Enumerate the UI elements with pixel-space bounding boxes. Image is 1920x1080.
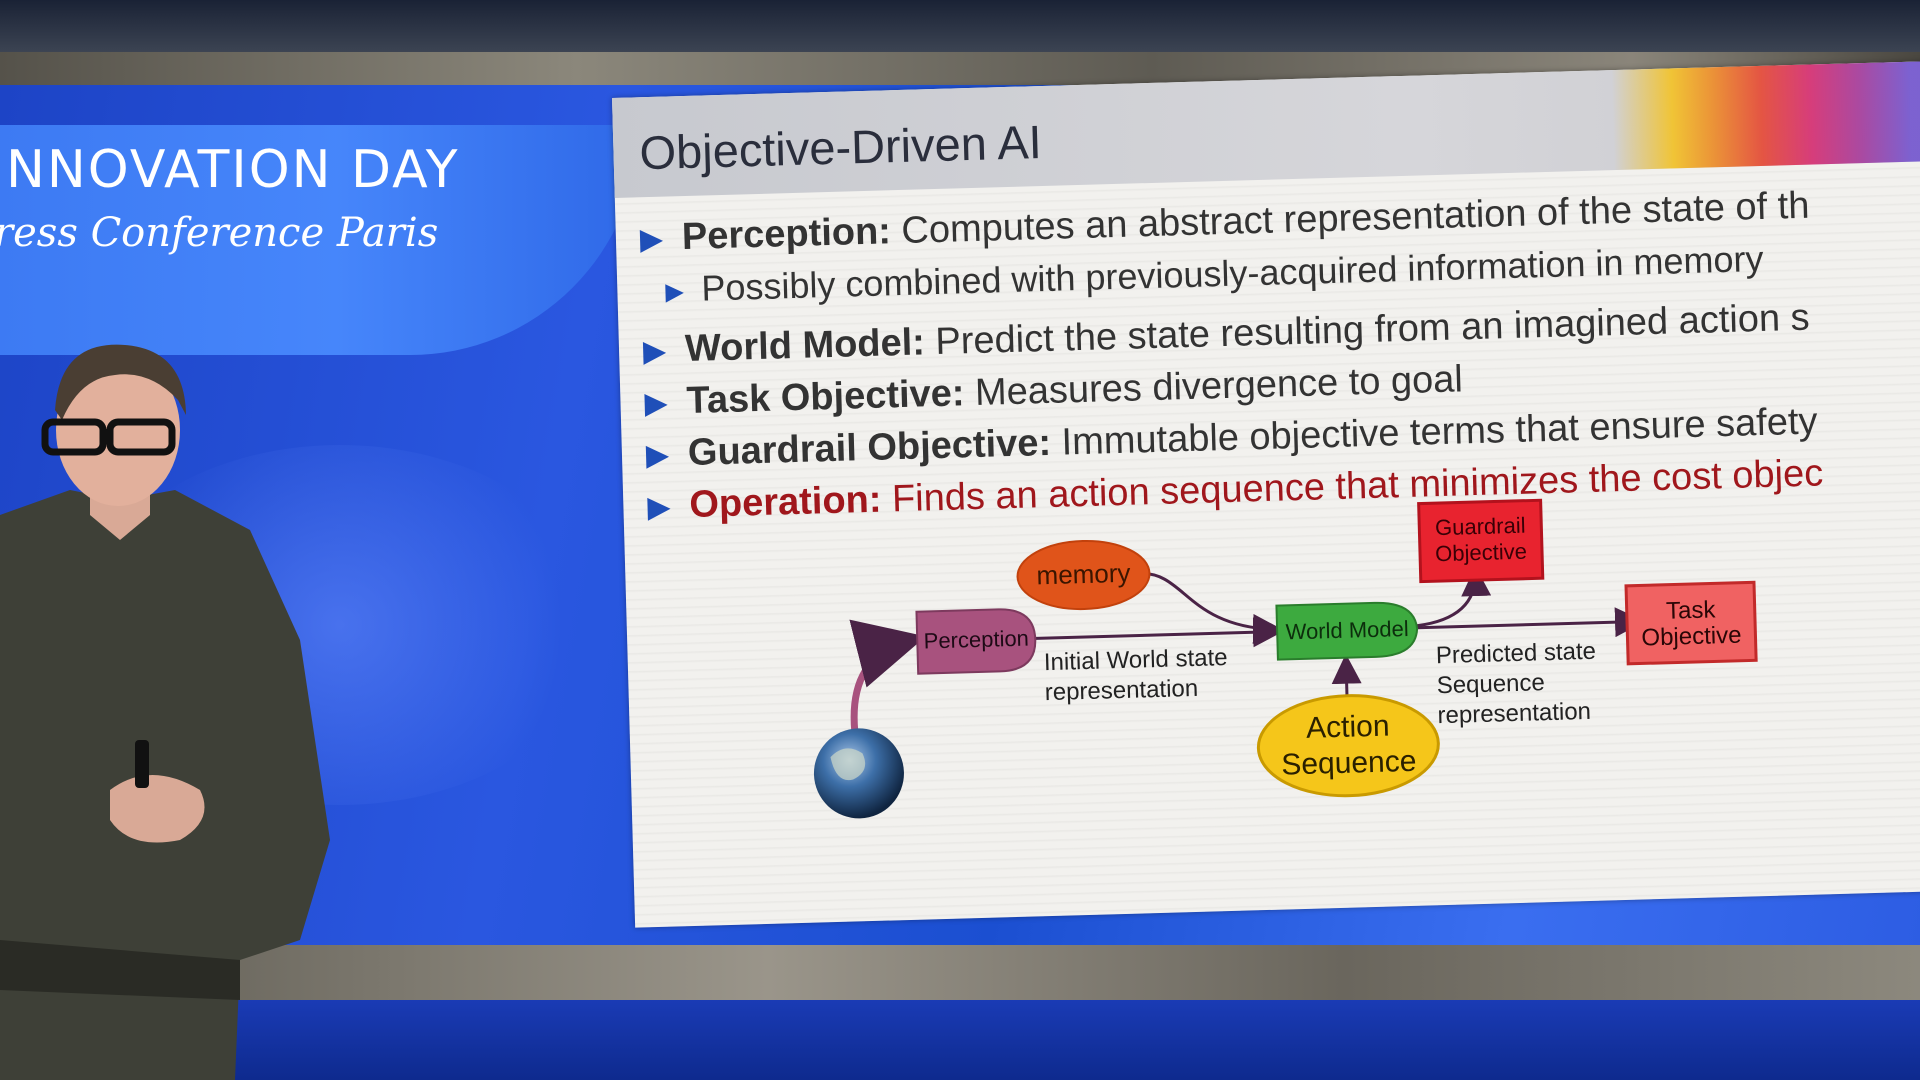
world-model-node-shape (1275, 601, 1419, 661)
initial-state-line2: representation (1044, 674, 1199, 707)
presenter-figure (0, 344, 330, 1080)
presenter-hair (55, 344, 186, 420)
action-sequence-node-label: Action Sequence (1257, 707, 1439, 784)
bullet-arrow-icon: ▶ (665, 278, 685, 306)
perception-node-shape (915, 608, 1037, 675)
earth-cloud-detail (830, 748, 866, 781)
initial-state-label: Initial World state representation (1044, 643, 1229, 708)
diagram-graphics (813, 498, 1758, 819)
predicted-state-line3: representation (1437, 697, 1592, 730)
presentation-slide: Objective-Driven AI ▶Perception: Compute… (612, 60, 1920, 928)
world-model-node-label: World Model (1285, 615, 1410, 645)
presenter-face (56, 354, 180, 506)
guardrail-node-shape (1417, 498, 1545, 584)
bullet-label: Task Objective: (685, 372, 966, 423)
earth-to-perception-arrow (849, 619, 926, 732)
clicker-icon (135, 740, 149, 788)
presenter-belt (0, 940, 240, 1000)
perception-node-label: Perception (923, 625, 1030, 654)
event-title: NNOVATION DAY (6, 140, 460, 200)
screen-bottom-frame (0, 945, 1920, 1005)
bullet-arrow-icon: ▶ (645, 439, 670, 473)
memory-node-shape (1016, 539, 1151, 611)
task-node-label: Task Objective (1626, 596, 1755, 652)
bullet-label: World Model: (684, 321, 926, 371)
predicted-state-line2: Sequence (1436, 669, 1546, 700)
glasses-left-lens (41, 418, 107, 456)
memory-to-world-model-arrow (1140, 571, 1284, 644)
predicted-state-line1: Predicted state (1435, 637, 1597, 670)
guardrail-label-line2: Objective (1434, 538, 1528, 567)
guardrail-label-line1: Guardrail (1434, 512, 1526, 541)
action-to-world-model-arrow (1331, 653, 1362, 700)
header-rainbow-decoration (1611, 60, 1920, 171)
bullet-text: Measures divergence to goal (963, 358, 1464, 415)
memory-node-label: memory (1036, 557, 1131, 591)
predicted-state-label: Predicted state Sequence representation (1435, 637, 1598, 731)
bullet-world-model: ▶ World Model: Predict the state resultin… (642, 297, 1810, 373)
architecture-diagram: memory Perception World Model Guardrail … (623, 471, 1920, 928)
event-subtitle: ress Conference Paris (0, 210, 439, 256)
bullet-arrow-icon: ▶ (644, 387, 669, 421)
bullet-text: Predict the state resulting from an imag… (924, 296, 1811, 364)
slide-title: Objective-Driven AI (638, 115, 1043, 180)
bullet-label: Perception: (681, 210, 892, 259)
task-node-shape (1624, 580, 1758, 666)
task-label-line2: Objective (1641, 621, 1742, 652)
bullet-label: Guardrail Objective: (687, 421, 1052, 475)
action-sequence-node-shape (1256, 694, 1440, 798)
action-label-line1: Action (1305, 709, 1390, 745)
bullet-arrow-icon: ▶ (642, 335, 667, 369)
world-model-to-task-arrow (1417, 607, 1646, 638)
bullet-arrow-icon: ▶ (639, 223, 664, 257)
guardrail-node-label: Guardrail Objective (1419, 512, 1542, 567)
bullet-text: Immutable objective terms that ensure sa… (1050, 400, 1819, 464)
glasses-right-lens (106, 418, 176, 456)
perception-to-world-model-arrow (1027, 617, 1284, 648)
presenter-hands (110, 775, 205, 843)
initial-state-line1: Initial World state (1043, 644, 1228, 677)
action-label-line2: Sequence (1280, 744, 1417, 782)
event-banner-shape (0, 125, 640, 355)
stage-floor (0, 1000, 1920, 1080)
